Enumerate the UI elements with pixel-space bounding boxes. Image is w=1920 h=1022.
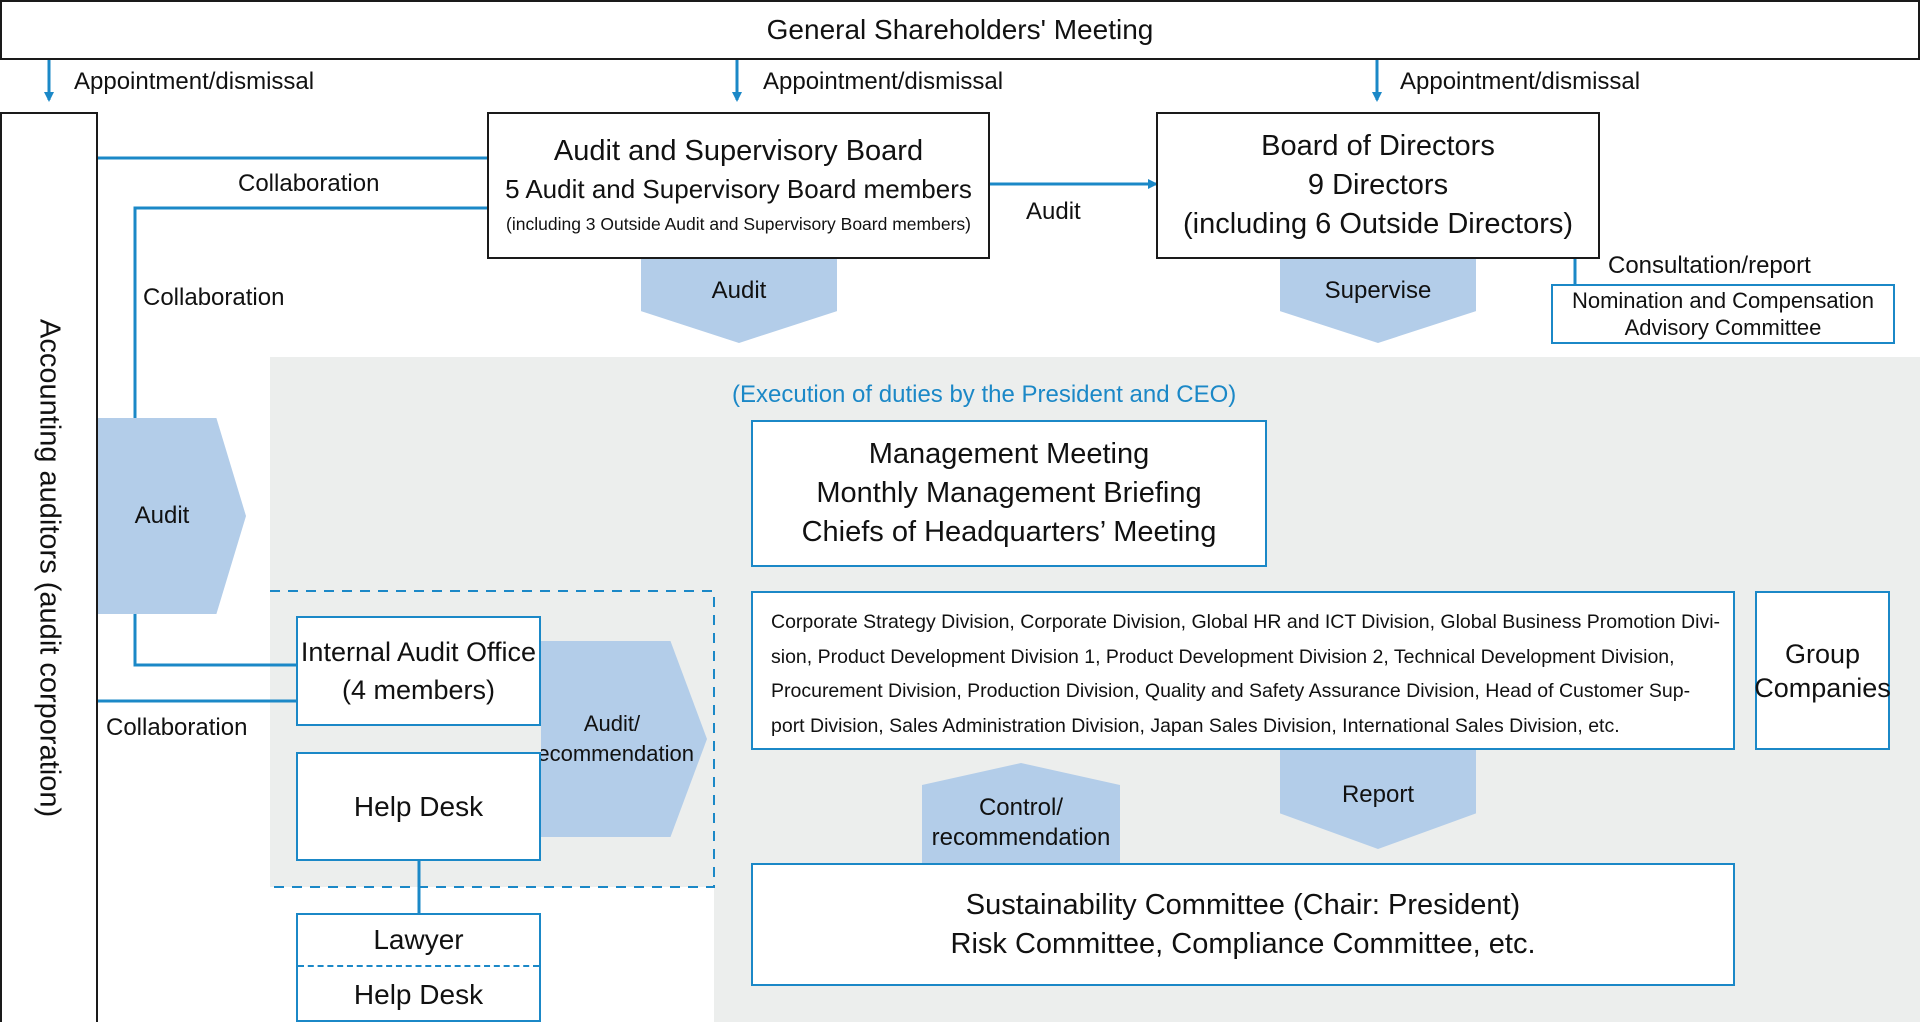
audit-board-members: 5 Audit and Supervisory Board members: [505, 173, 972, 204]
appointment-label-auditors: Appointment/dismissal: [74, 68, 315, 95]
consultation-label: Consultation/report: [1608, 252, 1811, 279]
audit-supervisory-board-box: Audit and Supervisory Board 5 Audit and …: [487, 112, 990, 259]
sustainability-line-1: Sustainability Committee (Chair: Preside…: [965, 888, 1521, 921]
audit-recommendation-line-2: recommendation: [530, 741, 694, 766]
control-recommendation-shape: Control/ recommendation: [922, 763, 1120, 863]
divisions-line-1: Corporate Strategy Division, Corporate D…: [771, 611, 1721, 633]
execution-label: (Execution of duties by the President an…: [732, 381, 1237, 408]
sustainability-committee-box: Sustainability Committee (Chair: Preside…: [751, 863, 1735, 986]
lawyer-section: Lawyer: [298, 915, 539, 967]
monthly-briefing: Monthly Management Briefing: [816, 477, 1202, 509]
internal-audit-title: Internal Audit Office: [300, 637, 537, 667]
accounting-auditors-label: Accounting auditors (audit corporation): [33, 318, 66, 818]
board-note: (including 6 Outside Directors): [1182, 208, 1574, 240]
divisions-line-4: port Division, Sales Administration Divi…: [771, 714, 1620, 737]
accounting-auditors-box: Accounting auditors (audit corporation): [0, 112, 98, 1022]
internal-audit-members: (4 members): [341, 675, 496, 705]
collaboration-line-internal: [133, 614, 296, 667]
sustainability-line-2: Risk Committee, Compliance Committee, et…: [950, 927, 1536, 960]
divisions-line-3: Procurement Division, Production Divisio…: [771, 680, 1691, 702]
audit-down-label: Audit: [711, 277, 767, 304]
help-desk-box: Help Desk: [296, 752, 541, 861]
nomination-line-2: Advisory Committee: [1624, 315, 1822, 340]
lawyer-label: Lawyer: [373, 924, 464, 955]
audit-recommendation-shape: Audit/ recommendation: [541, 641, 707, 837]
internal-audit-dashed-frame: [270, 590, 715, 888]
board-of-directors-box: Board of Directors 9 Directors (includin…: [1156, 112, 1600, 259]
group-companies-box: Group Companies: [1754, 591, 1891, 750]
control-recommendation-line-2: recommendation: [931, 824, 1111, 851]
nomination-line-1: Nomination and Compensation: [1571, 288, 1875, 313]
nomination-committee-box: Nomination and Compensation Advisory Com…: [1551, 284, 1895, 344]
internal-audit-office-box: Internal Audit Office (4 members): [296, 616, 541, 726]
control-recommendation-line-1: Control/: [978, 794, 1064, 821]
audit-recommendation-line-1: Audit/: [583, 711, 641, 736]
audit-arrow-label: Audit: [1026, 198, 1081, 225]
report-label: Report: [1341, 780, 1415, 808]
management-meeting: Management Meeting: [868, 438, 1150, 470]
board-title: Board of Directors: [1261, 130, 1495, 162]
appointment-label-board: Appointment/dismissal: [1400, 68, 1641, 95]
divisions-line-2: sion, Product Development Division 1, Pr…: [771, 645, 1675, 668]
audit-board-note: (including 3 Outside Audit and Superviso…: [506, 213, 971, 234]
divisions-box: Corporate Strategy Division, Corporate D…: [751, 591, 1735, 750]
collaboration-label-middle: Collaboration: [143, 284, 285, 311]
auditors-audit-shape: Audit: [98, 418, 246, 614]
help-desk-label: Help Desk: [353, 790, 484, 822]
auditors-audit-label: Audit: [134, 502, 190, 529]
chiefs-meeting: Chiefs of Headquarters’ Meeting: [801, 516, 1217, 548]
collaboration-label-top: Collaboration: [238, 170, 380, 197]
board-members: 9 Directors: [1307, 169, 1449, 201]
audit-board-title: Audit and Supervisory Board: [553, 134, 924, 167]
shareholders-meeting-box: General Shareholders' Meeting: [0, 0, 1920, 60]
lawyer-help-desk-label: Help Desk: [353, 978, 484, 1010]
collaboration-label-bottom: Collaboration: [106, 714, 248, 741]
appointment-label-audit-board: Appointment/dismissal: [763, 68, 1004, 95]
group-companies-line-1: Group: [1784, 638, 1861, 669]
lawyer-help-desk-box: Lawyer Help Desk: [296, 913, 541, 1022]
collaboration-line-board-internal: [133, 206, 487, 420]
shareholders-meeting-label: General Shareholders' Meeting: [766, 14, 1154, 45]
group-companies-line-2: Companies: [1754, 672, 1891, 703]
supervise-label: Supervise: [1324, 277, 1432, 304]
lawyer-help-desk-section: Help Desk: [298, 967, 539, 1022]
management-meetings-box: Management Meeting Monthly Management Br…: [751, 420, 1267, 567]
